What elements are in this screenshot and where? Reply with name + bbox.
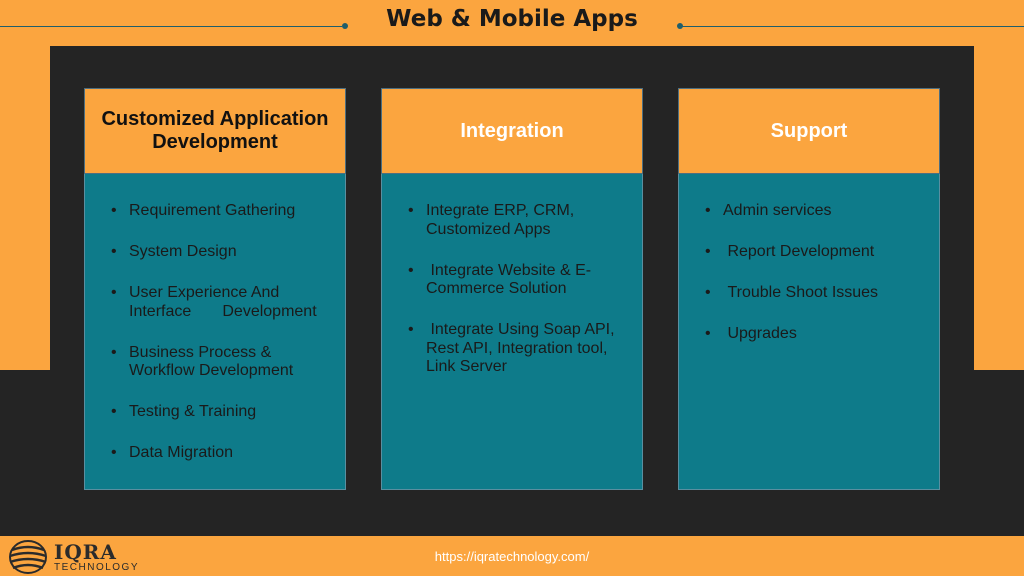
logo-globe-icon	[9, 540, 47, 574]
column-custom-app: Customized Application Development • Requ…	[84, 88, 346, 490]
list-item-text: Integrate Website & E- Commerce Solution	[426, 261, 592, 298]
bullet-icon: •	[408, 321, 414, 338]
column-header: Support	[678, 88, 940, 174]
list-item-text: User Experience And Interface Developmen…	[129, 284, 317, 320]
logo-name: IQRA	[54, 539, 117, 564]
bullet-icon: •	[111, 284, 117, 301]
list-item-text: Requirement Gathering	[129, 202, 296, 219]
list-item-text: Business Process & Workflow Development	[129, 343, 294, 380]
list-item: • Integrate ERP, CRM, Customized Apps	[404, 202, 624, 239]
bullet-icon: •	[408, 261, 414, 279]
title-rule-right	[680, 26, 1024, 27]
bullet-icon: •	[111, 202, 117, 219]
bullet-list: • Integrate ERP, CRM, Customized Apps • I…	[404, 202, 624, 377]
list-item: • Report Development	[701, 243, 921, 262]
bullet-icon: •	[705, 243, 711, 260]
list-item: • System Design	[107, 243, 327, 262]
column-header: Customized Application Development	[84, 88, 346, 174]
list-item-text: Admin services	[723, 202, 832, 219]
list-item: • Testing & Training	[107, 403, 327, 422]
list-item: • Requirement Gathering	[107, 202, 327, 221]
bullet-icon: •	[111, 243, 117, 260]
list-item: • Business Process & Workflow Development	[107, 344, 327, 381]
column-header: Integration	[381, 88, 643, 174]
list-item-text: Report Development	[723, 243, 875, 260]
slide-title: Web & Mobile Apps	[386, 6, 638, 32]
column-body: • Admin services • Report Development • T…	[678, 174, 940, 490]
title-rule-left-dot	[342, 23, 348, 29]
list-item: • Data Migration	[107, 444, 327, 463]
column-support: Support • Admin services • Report Develop…	[678, 88, 940, 490]
list-item-text: Integrate ERP, CRM, Customized Apps	[426, 202, 575, 238]
bullet-icon: •	[705, 284, 711, 301]
bullet-icon: •	[111, 343, 117, 361]
logo-subtitle: TECHNOLOGY	[54, 561, 140, 573]
list-item: • Upgrades	[701, 325, 921, 344]
list-item-text: Integrate Using Soap API, Rest API, Inte…	[426, 321, 615, 375]
list-item-text: Data Migration	[129, 444, 234, 461]
list-item-text: Testing & Training	[129, 403, 257, 420]
footer-url[interactable]: https://iqratechnology.com/	[434, 549, 590, 564]
list-item: • Integrate Using Soap API, Rest API, In…	[404, 321, 624, 377]
bullet-icon: •	[111, 403, 117, 420]
column-body: • Requirement Gathering • System Design • U…	[84, 174, 346, 490]
title-rule-right-dot	[677, 23, 683, 29]
list-item: • Integrate Website & E- Commerce Soluti…	[404, 262, 624, 299]
bullet-icon: •	[705, 325, 711, 342]
list-item-text: System Design	[129, 243, 237, 260]
bullet-list: • Requirement Gathering • System Design • U…	[107, 202, 327, 463]
column-integration: Integration • Integrate ERP, CRM, Customi…	[381, 88, 643, 490]
list-item-text: Upgrades	[723, 325, 797, 342]
bullet-icon: •	[408, 202, 414, 219]
list-item-text: Trouble Shoot Issues	[723, 284, 879, 301]
list-item: • Trouble Shoot Issues	[701, 284, 921, 303]
bullet-list: • Admin services • Report Development • T…	[701, 202, 921, 344]
list-item: • Admin services	[701, 202, 921, 221]
bullet-icon: •	[705, 202, 711, 219]
list-item: • User Experience And Interface Developme…	[107, 284, 327, 321]
column-body: • Integrate ERP, CRM, Customized Apps • I…	[381, 174, 643, 490]
bullet-icon: •	[111, 444, 117, 461]
title-rule-left	[0, 26, 342, 27]
company-logo: IQRA TECHNOLOGY	[6, 538, 139, 576]
